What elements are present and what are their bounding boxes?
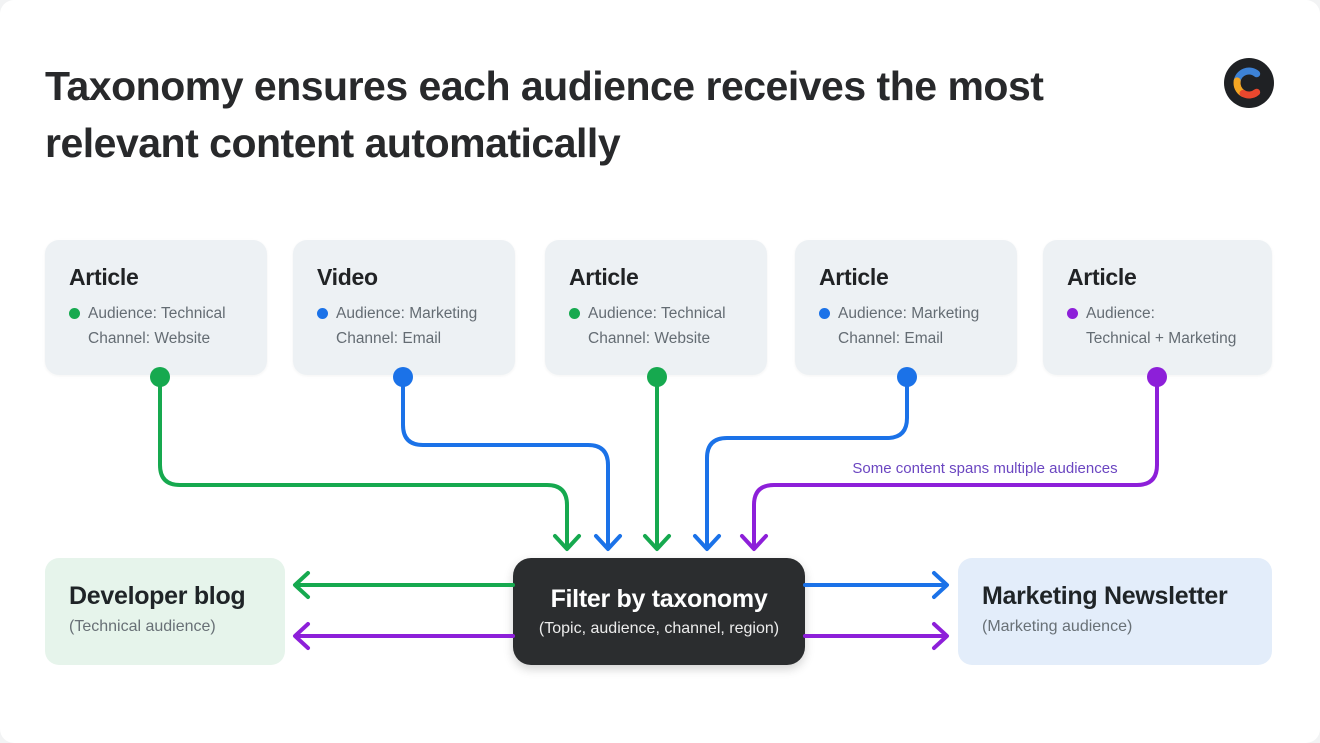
filter-title: Filter by taxonomy — [550, 585, 768, 613]
developer-blog-node: Developer blog (Technical audience) — [45, 558, 285, 665]
arrowhead-right-purple — [932, 622, 949, 650]
card-audience-label-2: Technical + Marketing — [1086, 330, 1237, 347]
content-card-video: Video Audience: Marketing Channel: Email — [293, 240, 515, 375]
audience-marketing-dot-icon — [317, 308, 328, 319]
audience-marketing-dot-icon — [819, 308, 830, 319]
card-audience-label: Audience: Marketing — [336, 305, 478, 322]
card-channel-label: Channel: Website — [588, 330, 711, 347]
arrowhead-down-green-1 — [553, 534, 581, 551]
arrowhead-left-purple — [293, 622, 310, 650]
card-title: Article — [569, 264, 639, 290]
filter-by-taxonomy-node: Filter by taxonomy (Topic, audience, cha… — [513, 558, 805, 665]
filter-subtitle: (Topic, audience, channel, region) — [538, 620, 780, 637]
output-title: Developer blog — [69, 582, 246, 610]
content-card-article-3: Article Audience: Marketing Channel: Ema… — [795, 240, 1017, 375]
content-card-article-2: Article Audience: Technical Channel: Web… — [545, 240, 767, 375]
audience-technical-dot-icon — [69, 308, 80, 319]
card-audience-label: Audience: Technical — [88, 305, 226, 322]
card-channel-label: Channel: Email — [336, 330, 442, 347]
marketing-newsletter-node: Marketing Newsletter (Marketing audience… — [958, 558, 1272, 665]
card-channel-label: Channel: Website — [88, 330, 211, 347]
card-audience-label: Audience: Technical — [588, 305, 726, 322]
card-title: Article — [69, 264, 139, 290]
arrowhead-left-green — [293, 571, 310, 599]
output-title: Marketing Newsletter — [982, 582, 1228, 610]
wire-card1-to-filter — [158, 385, 569, 548]
output-subtitle: (Marketing audience) — [982, 618, 1133, 635]
content-card-article-4: Article Audience: Technical + Marketing — [1043, 240, 1272, 375]
page-title: Taxonomy ensures each audience receives … — [45, 63, 1044, 166]
arrowhead-right-blue — [932, 571, 949, 599]
card-channel-label: Channel: Email — [838, 330, 944, 347]
card-title: Article — [819, 264, 889, 290]
card-audience-label: Audience: Marketing — [838, 305, 980, 322]
arrowhead-down-purple — [740, 534, 768, 551]
arrowhead-down-blue-1 — [594, 534, 622, 551]
output-subtitle: (Technical audience) — [69, 618, 216, 635]
wire-card2-to-filter — [401, 385, 610, 548]
audience-multi-dot-icon — [1067, 308, 1078, 319]
arrowhead-down-green-2 — [643, 534, 671, 551]
card-title: Video — [317, 264, 378, 290]
audience-technical-dot-icon — [569, 308, 580, 319]
multi-audience-annotation: Some content spans multiple audiences — [852, 460, 1118, 477]
card-title: Article — [1067, 264, 1137, 290]
content-card-article-1: Article Audience: Technical Channel: Web… — [45, 240, 267, 375]
card-audience-label: Audience: — [1086, 305, 1155, 322]
arrowhead-down-blue-2 — [693, 534, 721, 551]
contentful-logo-icon — [1224, 58, 1274, 108]
